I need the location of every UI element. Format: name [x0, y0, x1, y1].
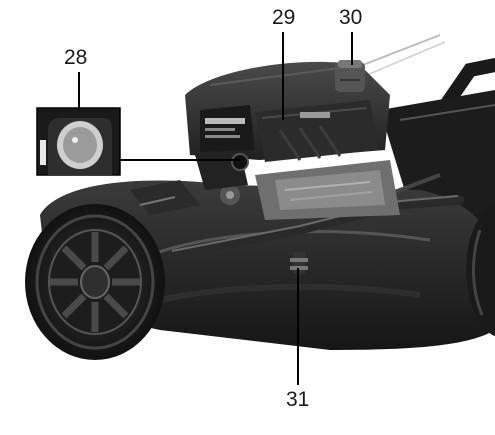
callout-31: 31: [286, 388, 310, 411]
engine-base: [220, 160, 400, 220]
callout-29: 29: [272, 6, 296, 29]
front-wheel: [25, 204, 165, 360]
detail-inset: [36, 107, 121, 176]
rear-wheel: [466, 205, 495, 336]
leader-lines: [78, 32, 353, 385]
callout-28: 28: [64, 46, 88, 69]
fuel-tank-cap: [335, 60, 365, 92]
callout-30: 30: [339, 6, 363, 29]
air-filter-cover: [255, 100, 378, 162]
